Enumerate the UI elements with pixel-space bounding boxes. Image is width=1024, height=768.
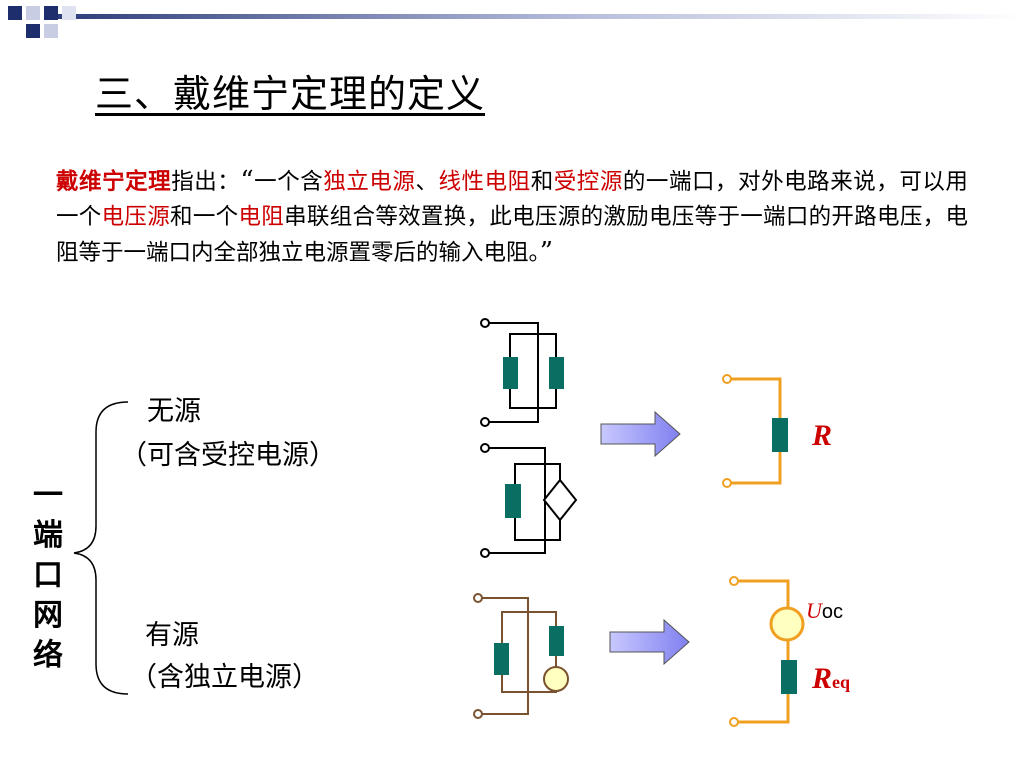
header-decoration [8,6,1024,38]
page-title: 三、戴维宁定理的定义 [95,72,486,116]
label-char: 络 [33,638,63,673]
term-controlled-source: 受控源 [553,169,623,195]
definition-paragraph: 戴维宁定理指出：“一个含独立电源、线性电阻和受控源的一端口，对外电路来说，可以用… [56,164,968,271]
resistor-symbol [494,643,509,675]
active-note: （含独立电源） [130,662,319,693]
thevenin-equivalent-circuit [729,576,790,727]
req-letter: R [812,662,833,695]
label-char: 端 [33,518,63,553]
passive-note: （可含受控电源） [120,440,336,471]
text-segment: 指出： [171,169,241,195]
text-segment: 一个含 [253,169,324,195]
text-segment: 的一端口，对外电路来说，可以用一个 [56,169,968,230]
term-thevenin: 戴维宁定理 [56,169,172,195]
arrow-right-icon [609,618,690,666]
one-port-network-label: 一 端 口 网 络 [28,476,68,676]
term-voltage-source: 电压源 [101,204,171,230]
active-circuit [473,593,557,719]
uoc-subscript: oc [821,601,844,623]
resistor-symbol [549,357,564,389]
open-quote: “ [240,166,254,196]
arrow-right-icon [600,410,681,458]
active-label: 有源 [145,620,199,651]
term-resistor: 电阻 [238,204,285,230]
symbol-req: Req [812,662,850,696]
text-segment: 和一个 [170,204,239,230]
passive-label: 无源 [147,396,201,427]
uoc-letter: U [806,598,822,623]
resistor-symbol [503,357,518,389]
dependent-source-diamond [542,478,578,522]
label-char: 口 [33,558,63,593]
close-quote: ” [539,237,554,267]
text-segment: 串联组合等效置换，此电压源的激励电压等于一端口的开路电压，电阻等于一端口内全部独… [56,204,968,266]
symbol-R: R [812,419,833,452]
term-independent-source: 独立电源 [323,169,416,195]
passive-circuit-parallel-resistors [480,318,557,427]
curly-brace [73,401,129,695]
text-segment: 和 [530,169,554,195]
resistor-symbol [549,626,564,656]
req-subscript: eq [832,672,851,692]
voltage-source-icon [543,666,569,692]
resistor-symbol [505,484,521,518]
term-linear-resistor: 线性电阻 [438,169,531,195]
label-char: 一 [33,478,63,513]
equivalent-resistor-circuit [722,374,782,488]
symbol-uoc: Uoc [806,598,843,625]
label-char: 网 [33,598,63,633]
resistor-symbol [781,660,797,694]
resistor-symbol [772,418,788,452]
text-segment: 、 [415,169,439,195]
voltage-source-icon [769,606,805,642]
